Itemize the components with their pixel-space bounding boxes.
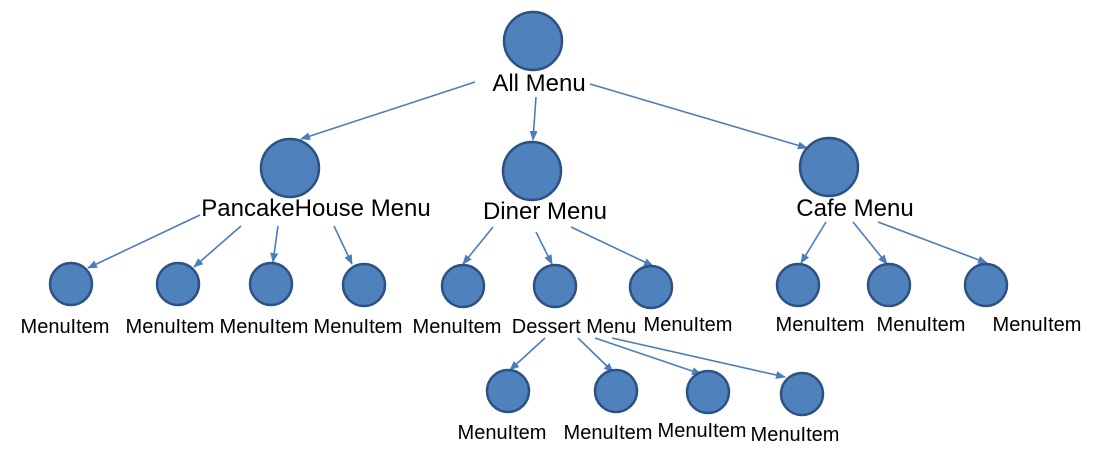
node-circle-pancakehouse-menu <box>259 137 321 199</box>
node-circle-ph-item-2 <box>155 261 201 307</box>
node-circle-all-menu <box>502 10 564 72</box>
node-dessert-item-1: MenuItem <box>458 368 547 444</box>
node-circle-dessert-menu <box>532 263 578 309</box>
node-cafe-item-2: MenuItem <box>866 262 966 336</box>
node-label-dessert-item-4: MenuItem <box>751 424 840 446</box>
edge-all-menu-to-cafe-menu <box>589 83 808 150</box>
node-dessert-menu: Dessert Menu <box>512 263 637 338</box>
node-circle-dessert-item-1 <box>485 368 531 414</box>
edge-cafe-menu-to-cafe-item-3 <box>877 221 988 264</box>
node-circle-cafe-item-1 <box>775 262 821 308</box>
node-dessert-item-2: MenuItem <box>564 368 653 444</box>
edge-cafe-menu-to-cafe-item-2 <box>852 221 888 265</box>
node-circle-diner-menu <box>501 140 563 202</box>
edge-diner-menu-to-diner-item-2 <box>570 226 654 267</box>
node-circle-ph-item-4 <box>341 262 387 308</box>
edge-all-menu-to-pancakehouse-menu <box>300 81 476 140</box>
node-dessert-item-4: MenuItem <box>751 371 840 446</box>
node-label-cafe-item-2: MenuItem <box>877 314 966 336</box>
node-ph-item-4: MenuItem <box>314 262 403 338</box>
node-diner-item-2: MenuItem <box>628 264 733 336</box>
node-circle-cafe-item-2 <box>866 262 912 308</box>
edge-dessert-menu-to-dessert-item-4 <box>611 337 786 379</box>
node-cafe-item-1: MenuItem <box>775 262 865 336</box>
node-label-diner-item-1: MenuItem <box>413 316 502 338</box>
node-circle-dessert-item-4 <box>779 371 825 417</box>
node-dessert-item-3: MenuItem <box>658 369 747 442</box>
node-label-dessert-item-3: MenuItem <box>658 420 747 442</box>
edge-pancakehouse-menu-to-ph-item-1 <box>87 214 201 269</box>
node-circle-dessert-item-3 <box>685 369 731 415</box>
node-label-dessert-item-2: MenuItem <box>564 422 653 444</box>
node-label-diner-item-2: MenuItem <box>644 314 733 336</box>
node-label-dessert-item-1: MenuItem <box>458 422 547 444</box>
node-label-pancakehouse-menu: PancakeHouse Menu <box>201 195 430 222</box>
node-circle-cafe-item-3 <box>963 262 1009 308</box>
node-label-cafe-menu: Cafe Menu <box>796 195 913 222</box>
node-diner-item-1: MenuItem <box>413 263 502 338</box>
node-circle-cafe-menu <box>798 136 860 198</box>
edge-dessert-menu-to-dessert-item-2 <box>577 337 614 373</box>
node-label-cafe-item-3: MenuItem <box>993 314 1082 336</box>
node-pancakehouse-menu: PancakeHouse Menu <box>201 137 431 222</box>
edges-layer <box>87 81 988 379</box>
node-label-diner-menu: Diner Menu <box>483 198 607 225</box>
node-label-cafe-item-1: MenuItem <box>776 314 865 336</box>
edge-diner-menu-to-dessert-menu <box>535 231 553 265</box>
node-label-all-menu: All Menu <box>492 70 585 97</box>
node-ph-item-3: MenuItem <box>220 261 309 338</box>
edge-diner-menu-to-diner-item-1 <box>462 226 494 265</box>
node-cafe-menu: Cafe Menu <box>796 136 914 222</box>
node-ph-item-2: MenuItem <box>126 261 215 338</box>
node-label-ph-item-3: MenuItem <box>220 316 309 338</box>
node-circle-ph-item-1 <box>48 261 94 307</box>
edge-cafe-menu-to-cafe-item-1 <box>800 221 827 264</box>
node-label-ph-item-2: MenuItem <box>126 316 215 338</box>
node-circle-dessert-item-2 <box>593 368 639 414</box>
node-label-ph-item-4: MenuItem <box>314 316 403 338</box>
node-label-ph-item-1: MenuItem <box>21 316 110 338</box>
edge-pancakehouse-menu-to-ph-item-3 <box>270 225 279 263</box>
node-cafe-item-3: MenuItem <box>963 262 1082 336</box>
node-label-dessert-menu: Dessert Menu <box>512 316 637 338</box>
edge-pancakehouse-menu-to-ph-item-2 <box>193 225 242 268</box>
edge-all-menu-to-diner-menu <box>529 96 538 141</box>
edge-dessert-menu-to-dessert-item-1 <box>509 337 546 371</box>
node-ph-item-1: MenuItem <box>21 261 110 338</box>
node-circle-ph-item-3 <box>248 261 294 307</box>
node-all-menu: All Menu <box>492 10 586 97</box>
edge-dessert-menu-to-dessert-item-3 <box>594 337 702 375</box>
node-circle-diner-item-2 <box>628 264 674 310</box>
node-circle-diner-item-1 <box>440 263 486 309</box>
node-diner-menu: Diner Menu <box>483 140 607 225</box>
edge-pancakehouse-menu-to-ph-item-4 <box>333 225 353 265</box>
